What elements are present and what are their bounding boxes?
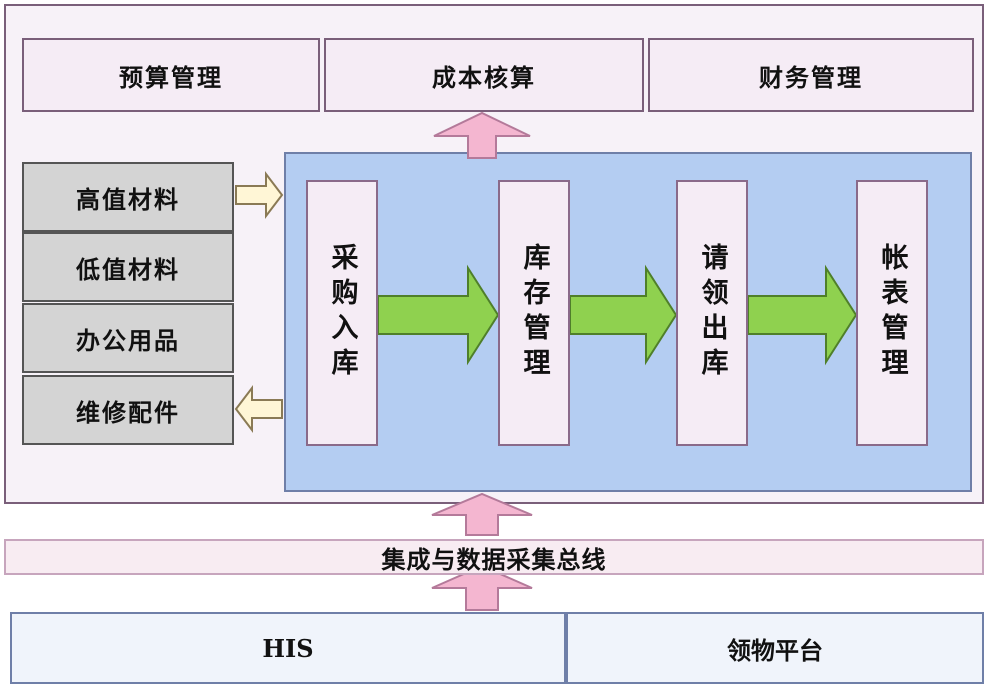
material-low-value: 低值材料 (22, 232, 234, 302)
flow-arrow-2 (569, 264, 678, 366)
material-maintenance-parts: 维修配件 (22, 375, 234, 445)
up-arrow-to-cost (433, 111, 531, 159)
step-ledger-management: 帐表管理 (856, 180, 928, 446)
flow-arrow-3 (747, 264, 858, 366)
system-his: HIS (10, 612, 566, 684)
step-inventory-management: 库存管理 (498, 180, 570, 446)
module-finance: 财务管理 (648, 38, 974, 112)
up-arrow-bus-to-process (431, 492, 533, 536)
material-high-value: 高值材料 (22, 162, 234, 232)
step-requisition-outbound: 请领出库 (676, 180, 748, 446)
arrow-materials-to-process (235, 171, 284, 219)
module-cost-accounting: 成本核算 (324, 38, 644, 112)
arrow-process-to-materials (234, 385, 283, 433)
module-budget: 预算管理 (22, 38, 320, 112)
flow-arrow-1 (377, 264, 500, 366)
material-office-supplies: 办公用品 (22, 303, 234, 373)
step-purchase-inbound: 采购入库 (306, 180, 378, 446)
up-arrow-bottom-to-bus (431, 564, 533, 611)
system-supply-platform: 领物平台 (566, 612, 984, 684)
integration-bus: 集成与数据采集总线 (4, 539, 984, 575)
